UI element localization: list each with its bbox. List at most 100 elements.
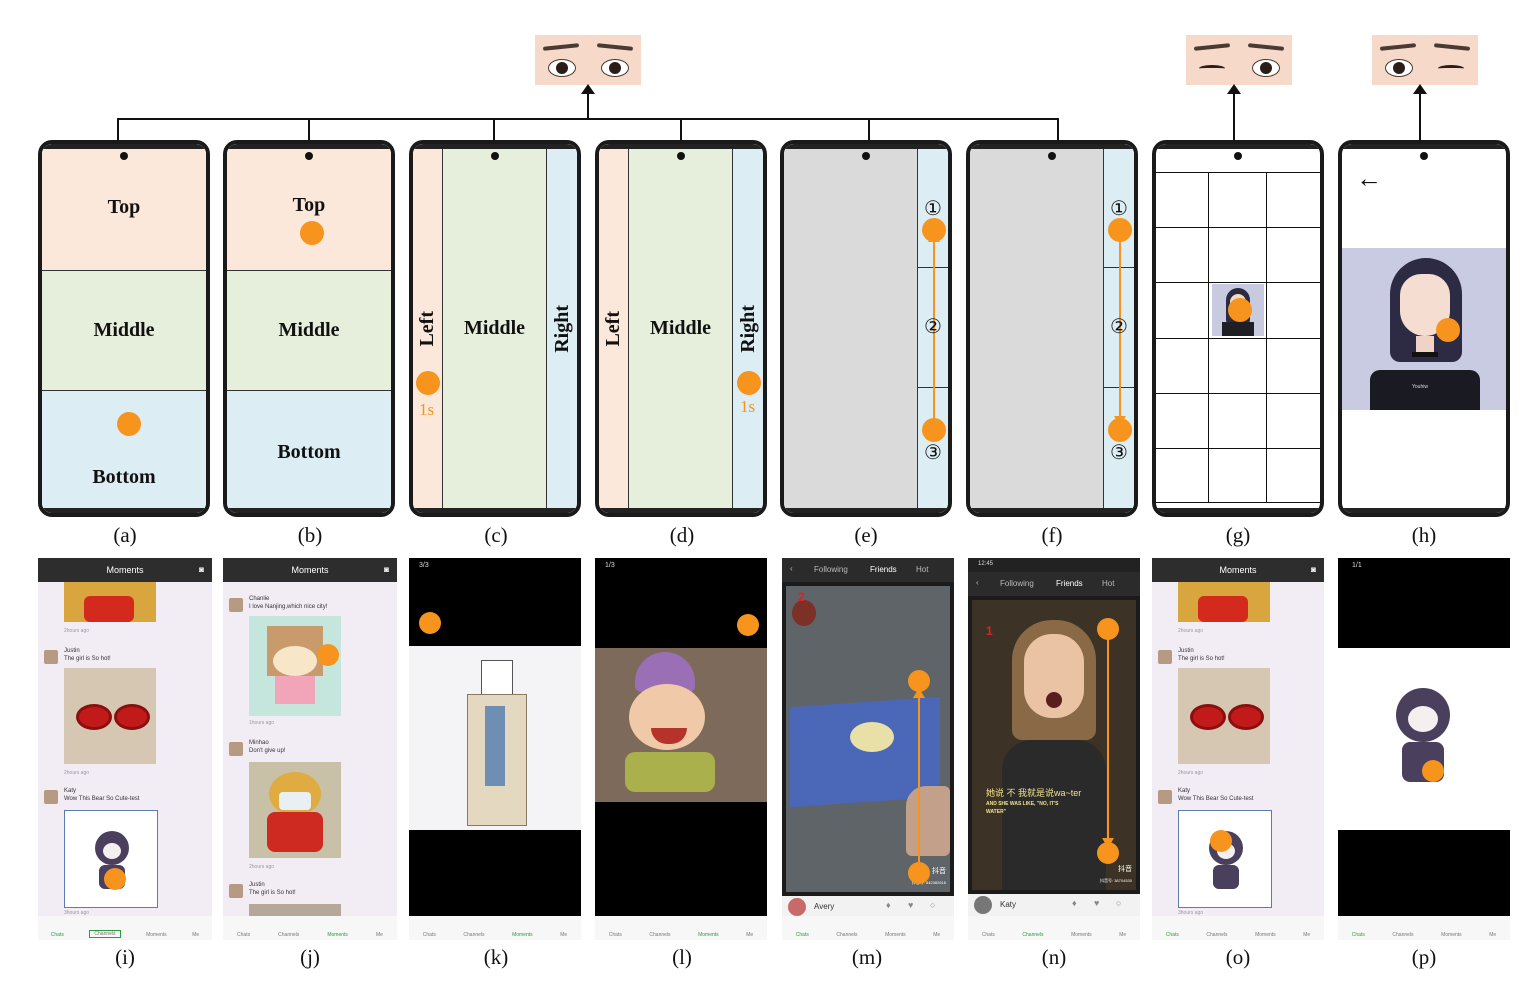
kuromi-fullscreen[interactable] bbox=[1338, 648, 1510, 830]
cat-image[interactable] bbox=[1178, 668, 1270, 764]
comment-icon[interactable]: ○ bbox=[1116, 898, 1122, 908]
region-right: Right bbox=[733, 144, 763, 513]
nav-me[interactable]: Me bbox=[192, 932, 200, 938]
gaze-point bbox=[1210, 830, 1232, 852]
nav-channels[interactable]: Channels bbox=[89, 930, 121, 938]
dwell-time-label: 1s bbox=[740, 397, 756, 416]
comment-icon[interactable]: ○ bbox=[930, 900, 936, 910]
nav-chats[interactable]: Chats bbox=[1165, 932, 1179, 938]
heart-icon[interactable]: ♥ bbox=[1094, 898, 1100, 908]
nav-moments[interactable]: Moments bbox=[698, 932, 719, 938]
back-arrow-icon[interactable]: ← bbox=[1356, 164, 1382, 193]
tab-friends[interactable]: Friends bbox=[1056, 579, 1083, 588]
bottom-nav: Chats Channels Moments Me bbox=[782, 916, 954, 940]
nav-moments[interactable]: Moments bbox=[1441, 932, 1462, 938]
nav-chats[interactable]: Chats bbox=[50, 932, 64, 938]
kuromi-image[interactable] bbox=[1178, 810, 1272, 908]
back-icon[interactable]: ‹ bbox=[790, 564, 793, 573]
camera-icon bbox=[1234, 152, 1242, 160]
like-icon[interactable]: ♦ bbox=[886, 900, 891, 910]
sketch-image[interactable] bbox=[409, 646, 581, 830]
subtitle-cn: 她说 不 我就是说wa~ter bbox=[986, 788, 1082, 798]
post-text: The girl is So hot! bbox=[64, 656, 111, 662]
nav-channels[interactable]: Channels bbox=[836, 932, 858, 938]
video-tabs: ‹ Following Friends Hot bbox=[968, 572, 1140, 596]
screenshot-p: 1/1 Chats Channels Moments Me bbox=[1338, 558, 1510, 940]
tab-hot[interactable]: Hot bbox=[1102, 579, 1115, 588]
avatar bbox=[974, 896, 992, 914]
screenshot-k: 3/3 Chats Channels Moments Me bbox=[409, 558, 581, 940]
gaze-point bbox=[1436, 318, 1460, 342]
bottom-nav: Chats Channels Moments Me bbox=[38, 916, 212, 940]
nav-channels[interactable]: Channels bbox=[649, 932, 671, 938]
tab-following[interactable]: Following bbox=[1000, 579, 1034, 588]
tab-friends[interactable]: Friends bbox=[870, 565, 897, 574]
nav-me[interactable]: Me bbox=[1303, 932, 1311, 938]
tab-following[interactable]: Following bbox=[814, 565, 848, 574]
painting-video[interactable]: 2 抖音 抖音号: 842382616 bbox=[786, 586, 950, 892]
nav-me[interactable]: Me bbox=[1489, 932, 1497, 938]
nav-channels[interactable]: Channels bbox=[1392, 932, 1414, 938]
nav-me[interactable]: Me bbox=[1119, 932, 1127, 938]
nav-me[interactable]: Me bbox=[746, 932, 754, 938]
post-author: Minhao bbox=[249, 740, 269, 746]
camera-icon bbox=[677, 152, 685, 160]
heart-icon[interactable]: ♥ bbox=[908, 900, 914, 910]
gaze-point bbox=[416, 371, 440, 395]
caption-e: (e) bbox=[854, 523, 878, 547]
nav-channels[interactable]: Channels bbox=[1022, 932, 1044, 938]
subtitle-en: AND SHE WAS LIKE, "NO, IT'S WATER" bbox=[986, 801, 1059, 815]
phone-h: ← Youhiw bbox=[1338, 140, 1510, 517]
back-icon[interactable]: ‹ bbox=[976, 578, 979, 587]
fullscreen-image: Youhiw bbox=[1342, 248, 1506, 410]
region-content bbox=[784, 144, 918, 513]
nav-moments[interactable]: Moments bbox=[327, 932, 348, 938]
caption-h: (h) bbox=[1411, 523, 1437, 547]
page-indicator: 3/3 bbox=[419, 562, 429, 569]
region-left: Left bbox=[413, 144, 443, 513]
camera-icon[interactable]: ◙ bbox=[199, 565, 204, 574]
screenshot-l: 1/3 Chats Channels Moments Me bbox=[595, 558, 767, 940]
nav-moments[interactable]: Moments bbox=[1071, 932, 1092, 938]
screenshot-o: Moments◙ 2hours ago Justin The girl is S… bbox=[1152, 558, 1324, 940]
nav-moments[interactable]: Moments bbox=[885, 932, 906, 938]
nav-me[interactable]: Me bbox=[375, 932, 383, 938]
tab-hot[interactable]: Hot bbox=[916, 565, 929, 574]
nav-channels[interactable]: Channels bbox=[463, 932, 485, 938]
nav-me[interactable]: Me bbox=[560, 932, 568, 938]
nav-chats[interactable]: Chats bbox=[422, 932, 436, 938]
like-icon[interactable]: ♦ bbox=[1072, 898, 1077, 908]
nav-chats[interactable]: Chats bbox=[608, 932, 622, 938]
video-footer: Katy ♦ ♥ ○ bbox=[968, 894, 1140, 916]
nav-moments[interactable]: Moments bbox=[512, 932, 533, 938]
nav-chats[interactable]: Chats bbox=[1351, 932, 1365, 938]
nav-channels[interactable]: Channels bbox=[1206, 932, 1228, 938]
gaze-point bbox=[419, 612, 441, 634]
cat-image[interactable] bbox=[64, 668, 156, 764]
bear-image bbox=[1178, 582, 1270, 622]
video-index: 2 bbox=[798, 590, 805, 604]
moments-header: Moments◙ bbox=[1152, 558, 1324, 582]
nav-moments[interactable]: Moments bbox=[1255, 932, 1276, 938]
eyes-open-icon bbox=[535, 35, 641, 85]
region-left-label: Left bbox=[602, 310, 624, 347]
nav-chats[interactable]: Chats bbox=[795, 932, 809, 938]
kuromi-image[interactable] bbox=[64, 810, 158, 908]
camera-icon[interactable]: ◙ bbox=[384, 565, 389, 574]
region-top-label: Top bbox=[107, 195, 141, 218]
phone-c: Left Middle Right 1s bbox=[409, 140, 581, 517]
nav-me[interactable]: Me bbox=[933, 932, 941, 938]
cartoon-image[interactable] bbox=[249, 616, 341, 716]
screenshot-j: Moments◙ Chanlie I love Nanjing,which ni… bbox=[223, 558, 397, 940]
camera-icon[interactable]: ◙ bbox=[1311, 565, 1316, 574]
status-time: 12:45 bbox=[978, 561, 994, 567]
dwarf-image[interactable] bbox=[595, 648, 767, 802]
bear-image[interactable] bbox=[249, 762, 341, 858]
nav-chats[interactable]: Chats bbox=[981, 932, 995, 938]
avatar bbox=[44, 650, 58, 664]
nav-chats[interactable]: Chats bbox=[237, 932, 251, 938]
nav-channels[interactable]: Channels bbox=[278, 932, 300, 938]
avatar bbox=[1158, 790, 1172, 804]
bottom-nav: Chats Channels Moments Me bbox=[1338, 916, 1510, 940]
nav-moments[interactable]: Moments bbox=[146, 932, 167, 938]
